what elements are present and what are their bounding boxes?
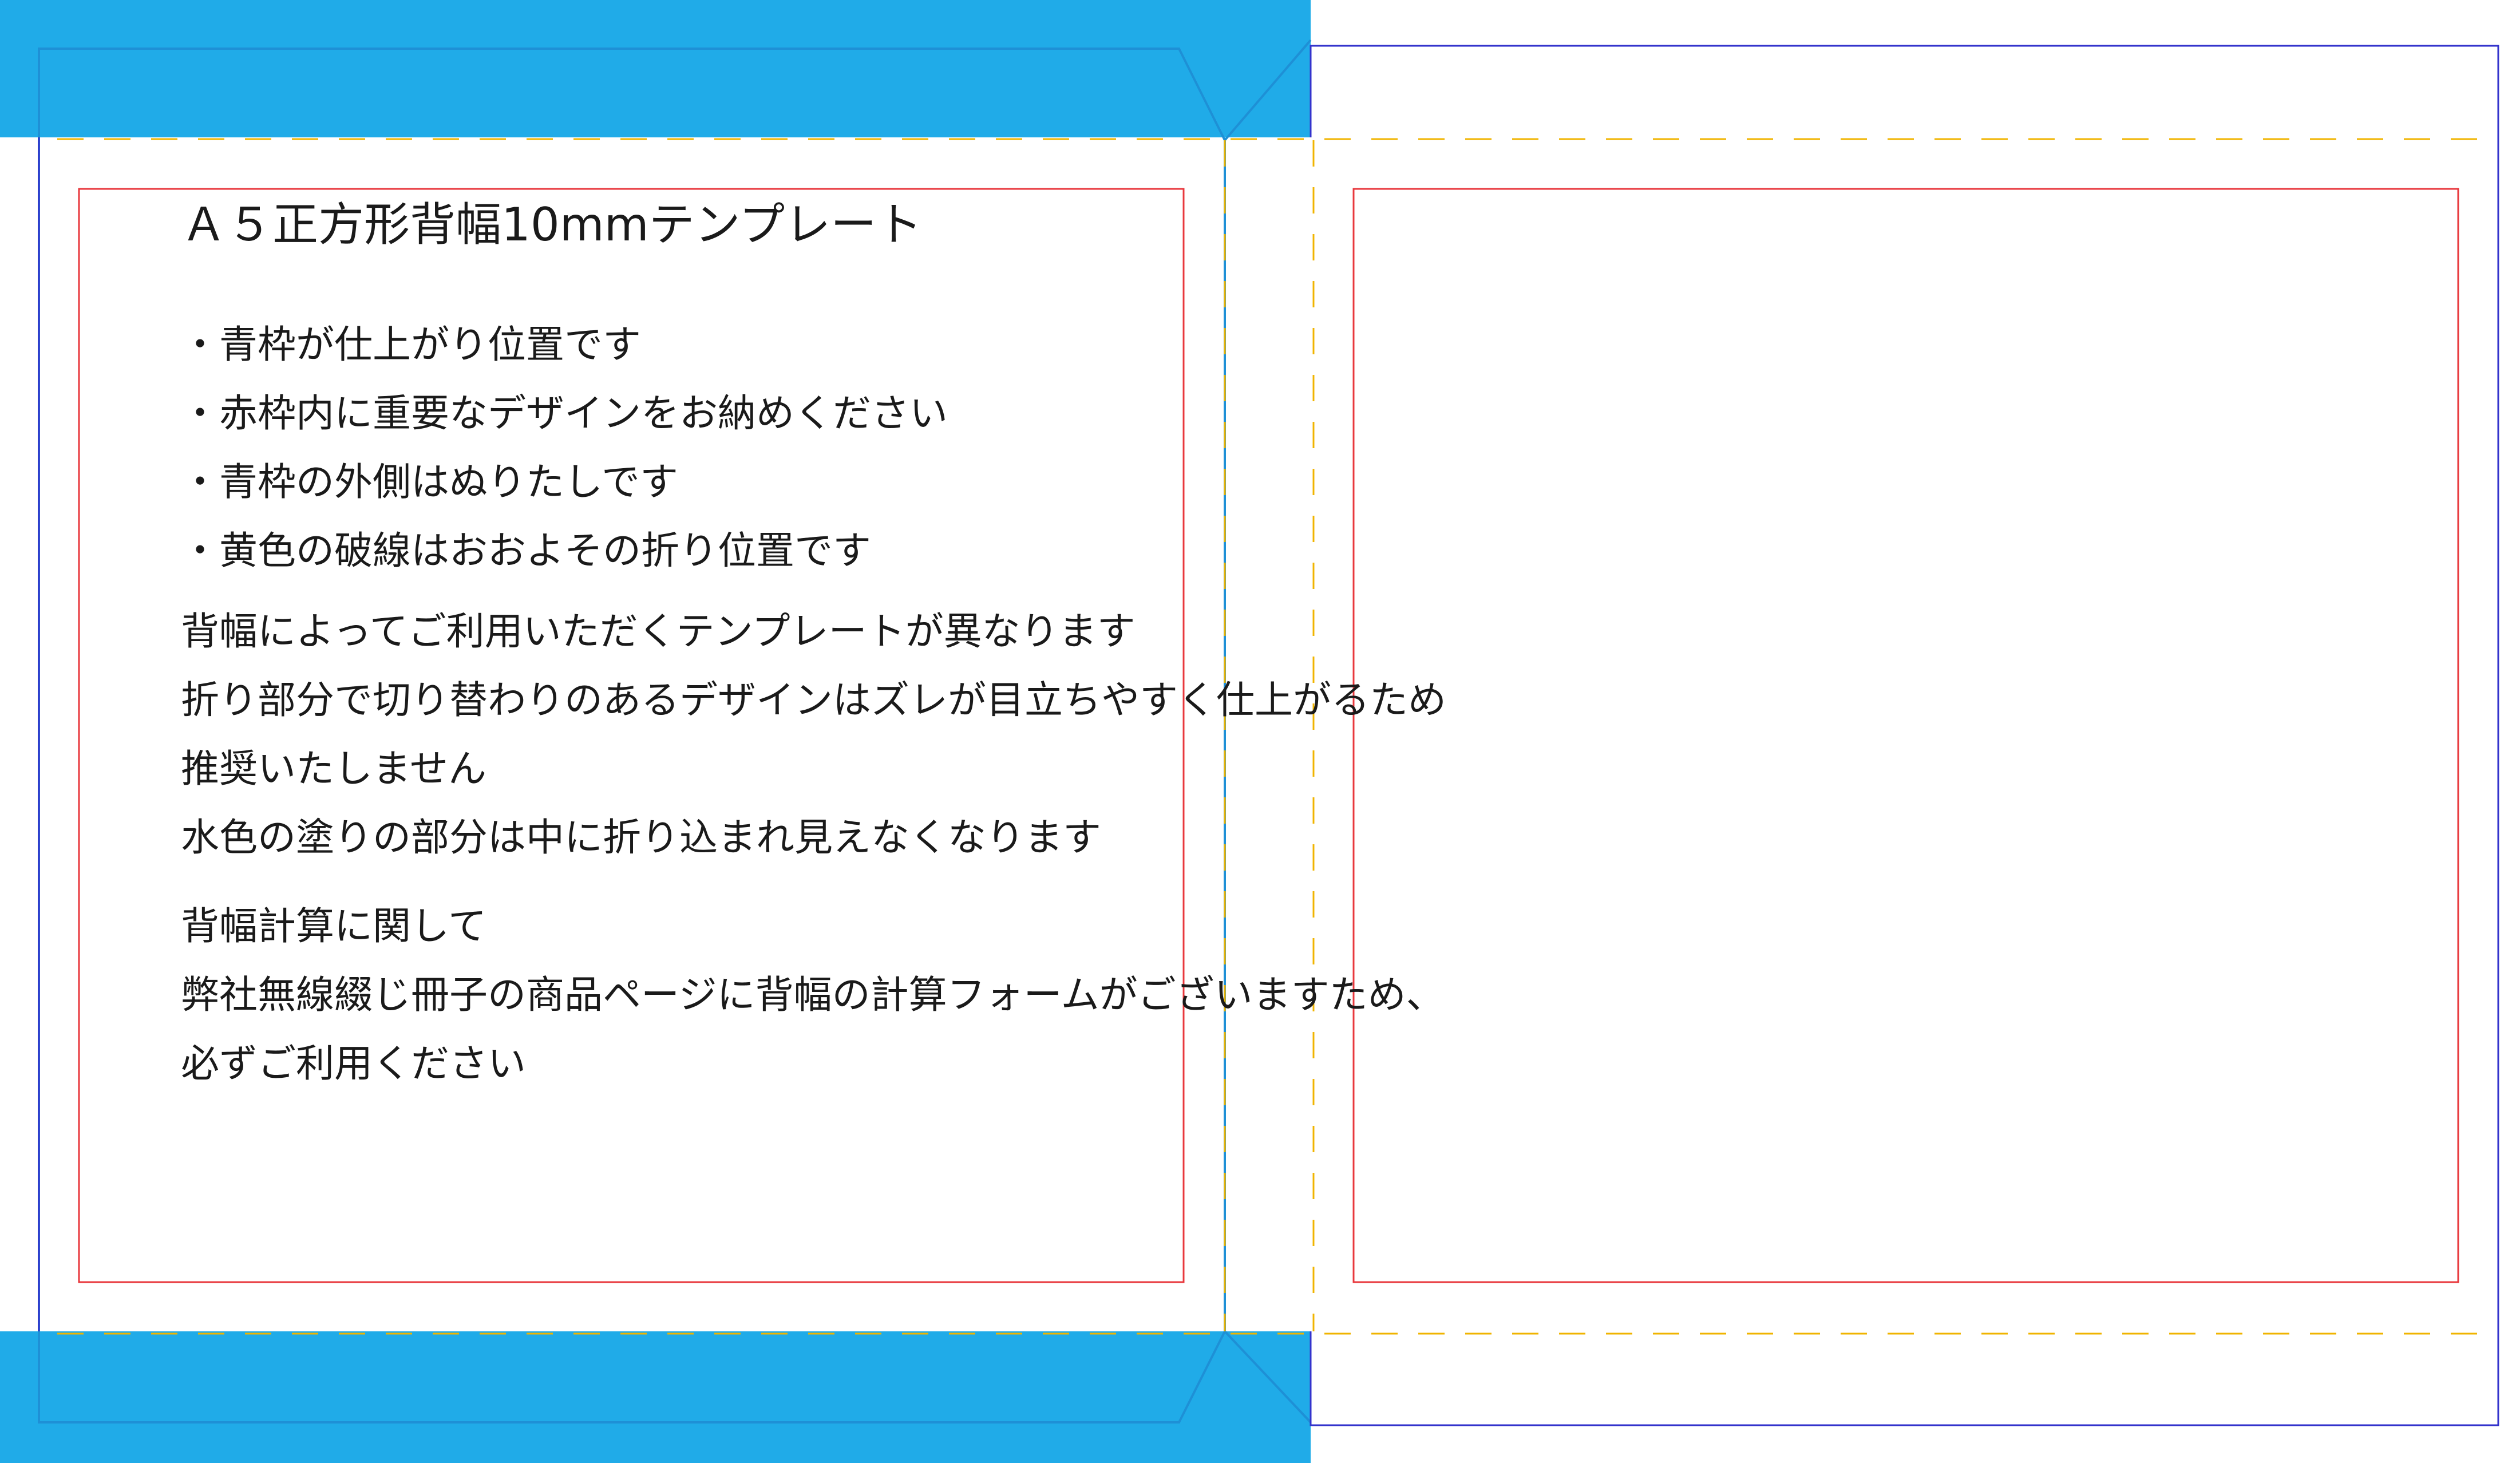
safe-area-right — [1352, 188, 2459, 1283]
paragraph-line: 水色の塗りの部分は中に折り込まれ見えなくなります — [181, 815, 1101, 860]
instruction-item: ・黄色の破線はおおよその折り位置です — [181, 528, 871, 573]
instruction-list: ・青枠が仕上がり位置です ・赤枠内に重要なデザインをお納めください ・青枠の外側… — [181, 310, 948, 585]
paragraph-line: 弊社無線綴じ冊子の商品ページに背幅の計算フォームがございますため、 — [181, 972, 1445, 1017]
instruction-item: ・青枠の外側はぬりたしです — [181, 460, 678, 504]
paragraph-line: 背幅計算に関して — [181, 904, 486, 948]
spine-calc-paragraph: 背幅計算に関して 弊社無線綴じ冊子の商品ページに背幅の計算フォームがございますた… — [181, 892, 1445, 1098]
paragraph-line: 必ずご利用ください — [181, 1041, 526, 1086]
trim-line-right — [1310, 45, 2499, 1426]
instruction-item: ・青枠が仕上がり位置です — [181, 322, 641, 367]
template-title: Ａ５正方形背幅10mmテンプレート — [181, 198, 923, 251]
paragraph-line: 背幅によってご利用いただくテンプレートが異なります — [181, 609, 1136, 654]
spine-notch-top — [1224, 39, 1312, 141]
paragraph-line: 折り部分で切り替わりのあるデザインはズレが目立ちやすく仕上がるため — [181, 678, 1446, 722]
spine-notes-paragraph: 背幅によってご利用いただくテンプレートが異なります 折り部分で切り替わりのあるデ… — [181, 597, 1446, 872]
paragraph-line: 推奨いたしません — [181, 746, 486, 791]
spine-notch-bottom — [1224, 1330, 1312, 1424]
instruction-item: ・赤枠内に重要なデザインをお納めください — [181, 391, 948, 436]
fold-in-fill-bottom — [0, 1331, 1311, 1463]
fold-in-fill-top — [0, 0, 1311, 137]
safe-area-left — [78, 188, 1185, 1283]
